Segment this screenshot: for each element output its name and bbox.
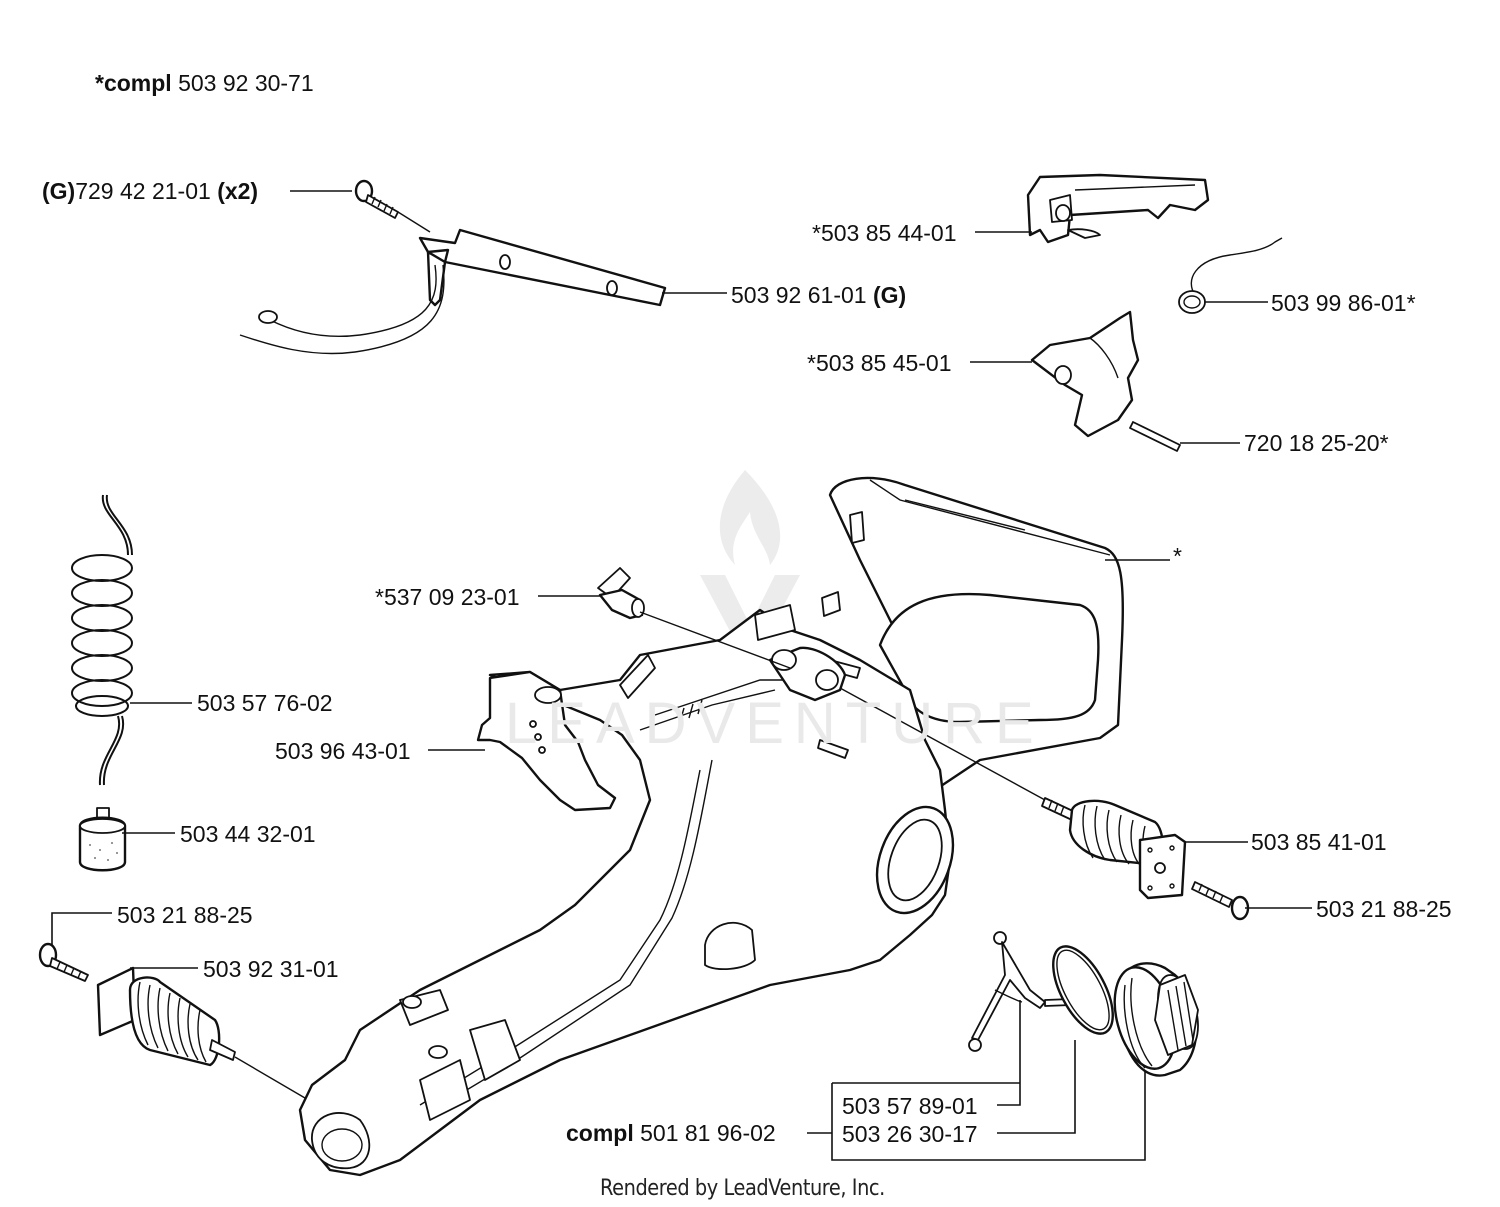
fuel-filter-label: 503 44 32-01	[180, 821, 316, 847]
throttle-lockout-part	[1030, 310, 1140, 438]
throttle-trigger-label: *503 85 44-01	[812, 220, 957, 246]
fuel-hose-label: 503 57 76-02	[197, 690, 333, 716]
trigger-spring-part	[1178, 237, 1283, 314]
nipple-label: *537 09 23-01	[375, 584, 520, 610]
cap-compl-prefix: compl	[566, 1120, 634, 1146]
cap-oring-label: 503 26 30-17	[842, 1121, 978, 1147]
guard-label: 503 96 43-01	[275, 738, 411, 764]
screw-g-number: 729 42 21-01	[75, 178, 211, 204]
throttle-trigger-part	[1026, 173, 1210, 244]
screw-left-label: 503 21 88-25	[117, 902, 253, 928]
cap-strap-label: 503 57 89-01	[842, 1093, 978, 1119]
fuel-hose-coil-part	[71, 494, 133, 786]
rendered-by-footer: Rendered by LeadVenture, Inc.	[600, 1176, 885, 1201]
watermark-logo-icon	[700, 470, 800, 650]
assembly-compl-prefix: *compl	[95, 70, 172, 96]
cap-compl-number: 501 81 96-02	[640, 1120, 776, 1146]
cap-compl-label: compl 501 81 96-02	[566, 1122, 776, 1145]
bracket-number: 503 92 61-01	[731, 282, 867, 308]
cap-oring-part	[1052, 945, 1114, 1035]
bracket-suffix: (G)	[872, 282, 907, 308]
chain-guard-part	[476, 670, 617, 812]
handle-star-label: *	[1173, 543, 1182, 569]
lockout-label: *503 85 45-01	[807, 350, 952, 376]
screw-g-part	[354, 179, 399, 219]
screw-right-label: 503 21 88-25	[1316, 896, 1452, 922]
fuel-filter-part	[78, 807, 127, 872]
pin-label: 720 18 25-20*	[1244, 430, 1389, 456]
watermark-text: LEADVENTURE	[505, 691, 1044, 756]
assembly-compl-number: 503 92 30-71	[178, 70, 314, 96]
handle-bracket-part	[239, 228, 667, 355]
fuel-cap-part	[1113, 962, 1199, 1077]
screw-right-part	[1191, 881, 1250, 921]
leader-lines	[51, 190, 1312, 1161]
screw-g-label: (G)729 42 21-01 (x2)	[42, 180, 258, 203]
assembly-compl-label: *compl 503 92 30-71	[95, 72, 314, 95]
fuel-nipple-part	[597, 567, 645, 620]
av-spring-left-label: 503 92 31-01	[203, 956, 339, 982]
bracket-label: 503 92 61-01 (G)	[731, 284, 906, 307]
screw-g-qty: (x2)	[217, 178, 259, 204]
screw-g-prefix: (G)	[42, 178, 76, 204]
av-spring-right-label: 503 85 41-01	[1251, 829, 1387, 855]
av-spring-right-part	[1041, 797, 1187, 900]
tank-handle-housing-part	[298, 476, 1125, 1177]
spring-label: 503 99 86-01*	[1271, 290, 1416, 316]
pin-part	[1129, 421, 1181, 452]
av-spring-left-part	[38, 942, 236, 1067]
